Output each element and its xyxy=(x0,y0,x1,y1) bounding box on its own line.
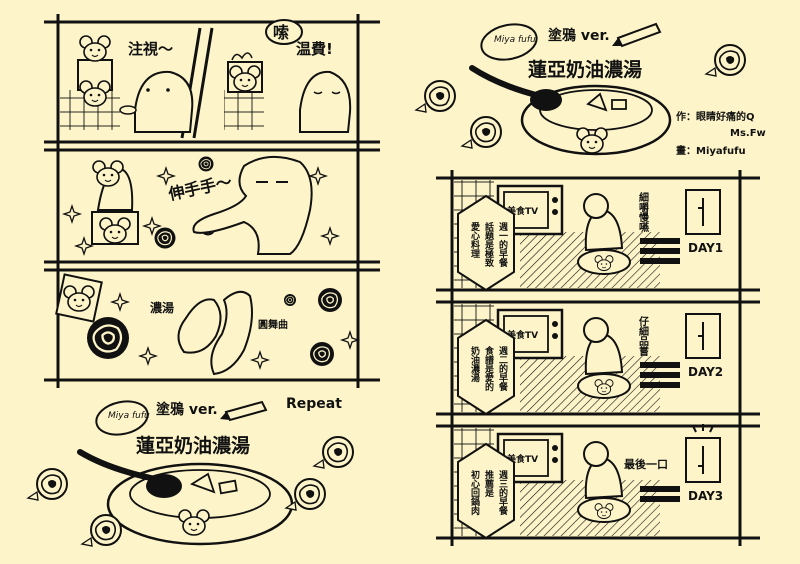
left-version: 塗鴉 ver. xyxy=(156,401,218,418)
caption3-col1: 週三的早餐 xyxy=(497,470,509,516)
caption1-col2: 話題是極致 xyxy=(483,221,495,268)
right-version: 塗鴉 ver. xyxy=(548,27,610,44)
left-strip-frame xyxy=(44,14,380,388)
day2-aside: 仔細品嘗 xyxy=(637,315,649,357)
left-badge: Miya fufu xyxy=(108,411,150,421)
strip3: 濃湯 圓舞曲 xyxy=(55,273,359,376)
bear-reaching xyxy=(192,155,313,255)
artist-name: Miyafufu xyxy=(696,146,746,157)
caption2-col3: 奶油濃湯 xyxy=(469,345,481,383)
shout-bubble xyxy=(265,19,303,45)
artist-label: 畫： xyxy=(676,144,696,157)
left-title: 蓮亞奶油濃湯 xyxy=(136,434,250,457)
right-title-block: Miya fufu 塗鴉 ver. 蓮亞奶油濃湯 xyxy=(415,22,746,156)
right-page: Miya fufu 塗鴉 ver. 蓮亞奶油濃湯 作：眼睛好痛的Q Ms.Fw … xyxy=(415,22,766,546)
panel-day1: 美食TV DAY1 細嚼慢嚥 週一的早餐 話題是極致 愛心料理 xyxy=(454,180,723,292)
big-rose xyxy=(85,315,131,361)
credits: 作：眼睛好痛的Q Ms.Fw 畫：Miyafufu xyxy=(676,110,766,157)
strip1-left-text: 注視～ xyxy=(128,40,173,58)
right-title: 蓮亞奶油濃湯 xyxy=(528,58,642,81)
strip1: 注視～ 嗦 温費! xyxy=(60,19,352,133)
repeat-label: Repeat xyxy=(286,396,342,412)
left-page: 注視～ 嗦 温費! 伸手手～ xyxy=(27,14,380,547)
strip2-text: 伸手手～ xyxy=(166,172,234,204)
day1-label: DAY1 xyxy=(688,241,723,255)
panel-day3: 美食TV DAY3 最後一口 週三的早餐 推薦是 初心回鍋肉 xyxy=(454,424,723,540)
caption1-col3: 愛心料理 xyxy=(469,221,480,258)
pencil-icon-right xyxy=(616,22,662,48)
caption2-col1: 週二的早餐 xyxy=(497,346,509,392)
day3-label: DAY3 xyxy=(688,489,723,503)
bear-figure xyxy=(134,70,194,133)
mouse-chef xyxy=(79,35,111,62)
author-name-2: Ms.Fw xyxy=(730,128,766,139)
caption-box-1 xyxy=(457,194,515,292)
day3-aside: 最後一口 xyxy=(624,457,668,471)
dancing-bear xyxy=(210,290,253,376)
strip1-right-text: 温費! xyxy=(296,40,333,58)
caption2-col2: 食譜是愛的 xyxy=(483,345,495,392)
day2-label: DAY2 xyxy=(688,365,723,379)
svg-text:畫：Miyafufu: 畫：Miyafufu xyxy=(676,144,746,157)
panel-day2: 美食TV DAY2 仔細品嘗 週二的早餐 食譜是愛的 奶油濃湯 xyxy=(454,304,723,416)
caption3-col3: 初心回鍋肉 xyxy=(469,469,480,516)
caption3-col2: 推薦是 xyxy=(483,469,495,498)
pencil-icon xyxy=(224,400,268,422)
svg-text:作：眼睛好痛的Q: 作：眼睛好痛的Q xyxy=(676,110,755,123)
strip3-text-left: 濃湯 xyxy=(150,300,174,315)
author-label: 作： xyxy=(676,110,696,123)
right-strip-frame xyxy=(436,170,760,546)
caption1-col1: 週一的早餐 xyxy=(497,222,509,268)
author-name: 眼睛好痛的Q xyxy=(696,110,755,123)
day1-aside: 細嚼慢嚥 xyxy=(637,191,649,233)
right-badge: Miya fufu xyxy=(494,35,536,45)
strip3-text-right: 圓舞曲 xyxy=(258,318,288,331)
dancing-mouse xyxy=(177,298,222,354)
strip2: 伸手手～ xyxy=(63,155,339,255)
spoon-handle xyxy=(77,449,163,483)
left-title-block: Miya fufu 塗鴉 ver. 蓮亞奶油濃湯 xyxy=(27,400,354,547)
strip1-shout: 嗦 xyxy=(273,23,289,42)
